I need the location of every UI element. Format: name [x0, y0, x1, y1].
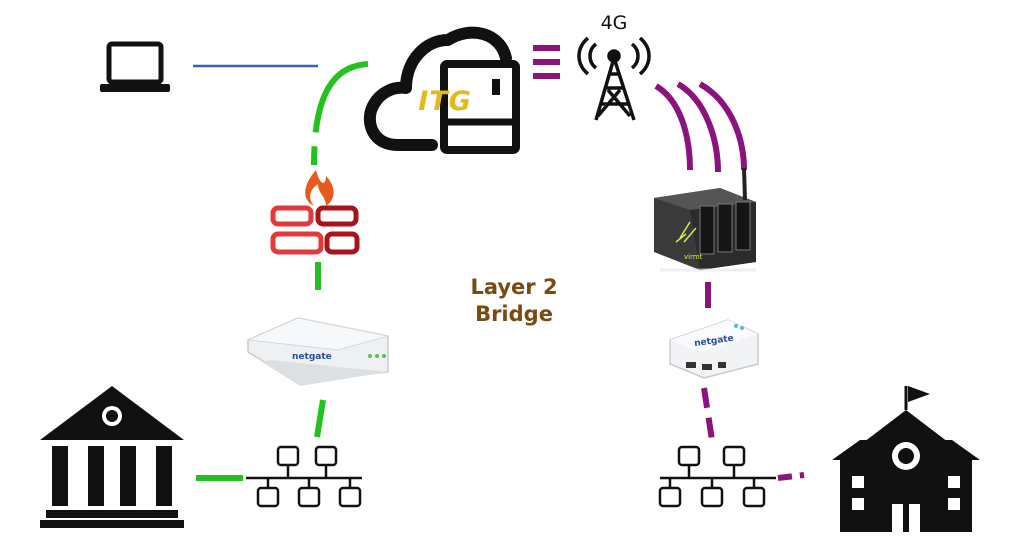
firewall-icon	[270, 170, 360, 255]
left-link-top	[311, 61, 369, 166]
router-brand: virmt	[684, 253, 703, 261]
network-switch-icon-right	[658, 445, 776, 508]
cellular-label: 4G	[600, 12, 628, 34]
left-appliance-brand: netgate	[292, 352, 332, 362]
cloud-server-icon	[363, 26, 520, 154]
school-building-icon	[832, 386, 980, 532]
cloud-tower-link	[533, 45, 560, 79]
school-link	[777, 472, 805, 481]
bridge-label: Layer 2 Bridge	[444, 274, 584, 328]
bank-building-icon	[40, 386, 184, 528]
cellular-router-icon	[654, 167, 756, 272]
links	[193, 45, 805, 481]
radio-waves	[654, 81, 747, 173]
right-link-low	[701, 387, 715, 441]
network-switch-icon-left	[246, 445, 362, 508]
left-link-low	[314, 399, 326, 438]
left-appliance-icon	[246, 317, 389, 386]
cell-tower-icon	[577, 36, 651, 121]
right-appliance-icon	[669, 319, 759, 379]
bridge-label-line2: Bridge	[475, 302, 553, 326]
cloud-brand-label: ITG	[418, 86, 472, 117]
laptop-icon	[100, 41, 170, 92]
bridge-label-line1: Layer 2	[470, 275, 558, 299]
